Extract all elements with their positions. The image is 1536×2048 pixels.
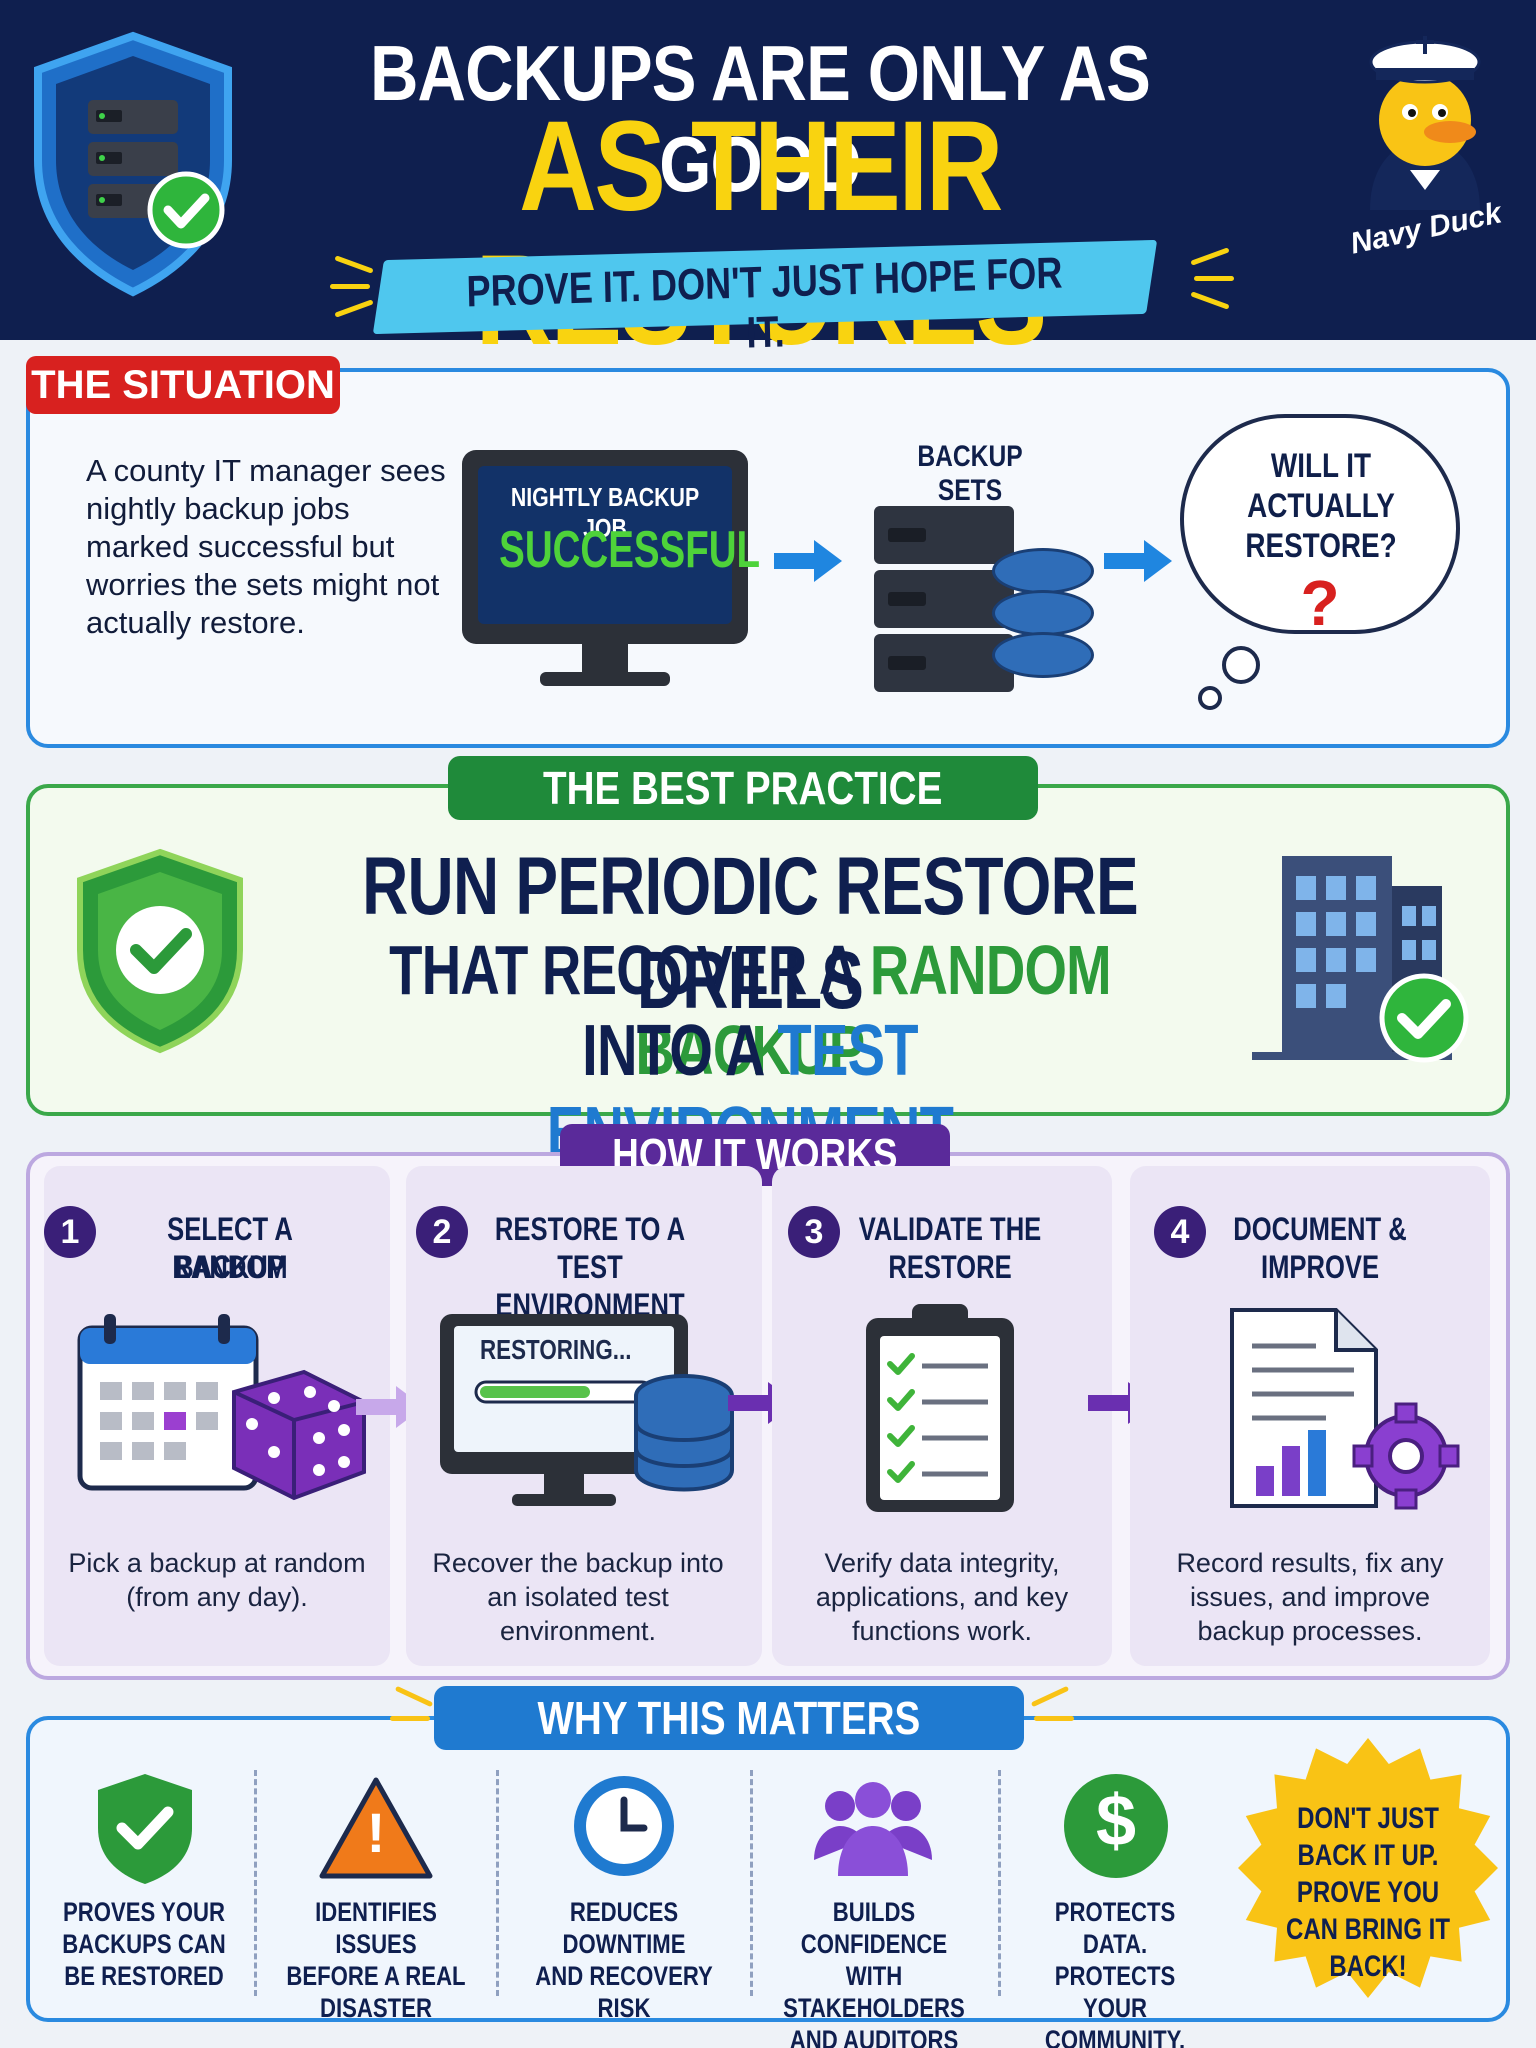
thought-dot [1198, 686, 1222, 710]
server-unit [874, 634, 1014, 692]
restoring-screen-text: RESTORING... [480, 1334, 632, 1365]
arrow-right-icon [774, 540, 842, 582]
benefit-4: BUILDS CONFIDENCE WITH STAKEHOLDERS AND … [764, 1896, 984, 2048]
divider [496, 1770, 499, 1996]
divider [750, 1770, 753, 1996]
step-title-4-l1: DOCUMENT & [1233, 1211, 1407, 1247]
step-desc-4: Record results, fix any issues, and impr… [1176, 1548, 1444, 1646]
callout-starburst [1238, 1738, 1498, 1998]
benefit-1-l1: PROVES YOUR [62, 1897, 226, 1927]
best-practice-line-2: THAT RECOVER A RANDOM BACKUP [344, 930, 1155, 1090]
monitor-stand [582, 644, 628, 674]
step-desc-1: Pick a backup at random (from any day). [68, 1548, 366, 1612]
thought-bubble [1180, 414, 1460, 634]
database-icon [992, 632, 1094, 678]
dollar-sign: $ [1095, 1781, 1137, 1861]
step-title-1-l1: SELECT A RANDOM [167, 1211, 293, 1285]
spark-decoration [330, 284, 370, 289]
best-practice-line-2b: RANDOM BACKUP [635, 931, 1112, 1089]
benefit-4-l2: WITH STAKEHOLDERS [783, 1961, 965, 2023]
people-icon [814, 1782, 932, 1876]
arrow-right-icon [1104, 540, 1172, 582]
spark-decoration [1034, 1716, 1074, 1721]
spark-decoration [1030, 1685, 1070, 1708]
shield-server-icon [34, 31, 232, 297]
step-number-1: 1 [44, 1206, 96, 1258]
warning-icon [319, 1777, 433, 1879]
monitor-base [540, 672, 670, 686]
best-practice-tag: THE BEST PRACTICE [448, 756, 1038, 820]
step-number-3: 3 [788, 1206, 840, 1258]
situation-text: A county IT manager sees nightly backup … [86, 453, 446, 640]
benefit-4-l3: AND AUDITORS [789, 2025, 959, 2048]
restoring-monitor-icon [440, 1314, 734, 1506]
step-number-2: 2 [416, 1206, 468, 1258]
monitor-icon [462, 450, 748, 644]
benefit-2: IDENTIFIES ISSUES BEFORE A REAL DISASTER [278, 1896, 475, 2024]
step-number-4: 4 [1154, 1206, 1206, 1258]
shield-check-icon [98, 1774, 192, 1884]
best-practice-line-1: RUN PERIODIC RESTORE DRILLS [362, 841, 1139, 1026]
step-title-3-l2: RESTORE [888, 1249, 1012, 1285]
benefit-3-l3: RISK [597, 1993, 651, 2023]
benefit-5: PROTECTS DATA. PROTECTS YOUR COMMUNITY. [1021, 1896, 1210, 2048]
divider [998, 1770, 1001, 1996]
benefit-2-l1: IDENTIFIES ISSUES [315, 1897, 437, 1959]
benefit-1-l2: BACKUPS CAN [62, 1929, 226, 1959]
step-desc-2: Recover the backup into an isolated test… [432, 1548, 724, 1646]
benefit-1: PROVES YOUR BACKUPS CAN BE RESTORED [62, 1896, 226, 1992]
benefit-2-l3: DISASTER [320, 1993, 432, 2023]
benefit-3: REDUCES DOWNTIME AND RECOVERY RISK [514, 1896, 734, 2024]
step-desc-3: Verify data integrity, applications, and… [815, 1548, 1069, 1646]
clipboard-checklist-icon [866, 1304, 1014, 1512]
document-gear-icon [1230, 1308, 1460, 1510]
clock-icon [574, 1776, 674, 1876]
title-line-1: BACKUPS ARE ONLY AS GOOD [369, 29, 1151, 208]
spark-decoration [1194, 276, 1234, 281]
database-icon [992, 590, 1094, 636]
warning-mark: ! [366, 1801, 386, 1864]
step-title-3-l1: VALIDATE THE [858, 1211, 1042, 1247]
benefit-1-l3: BE RESTORED [64, 1961, 224, 1991]
backup-sets-label: BACKUP SETS [917, 440, 1023, 507]
monitor-line-1: NIGHTLY BACKUP JOB [510, 482, 700, 543]
benefit-3-l1: REDUCES DOWNTIME [562, 1897, 686, 1959]
step-title-2-l1: RESTORE TO A [494, 1211, 686, 1247]
shield-check-icon [77, 848, 243, 1054]
benefit-5-l2: PROTECTS YOUR [1054, 1961, 1176, 2023]
server-unit [874, 506, 1014, 564]
subtitle: PROVE IT. DON'T JUST HOPE FOR IT. [466, 248, 1063, 358]
monitor-line-2: SUCCESSFUL [499, 521, 761, 579]
divider [254, 1770, 257, 1996]
step-title-1-l2: BACKUP [175, 1249, 285, 1285]
best-practice-line-2a: THAT RECOVER A [389, 931, 870, 1009]
why-tag: WHY THIS MATTERS [434, 1686, 1024, 1750]
best-practice-panel [26, 784, 1510, 1116]
benefit-5-l3: COMMUNITY. [1044, 2025, 1186, 2048]
calendar-dice-icon [77, 1314, 366, 1501]
question-mark-icon: ? [1300, 567, 1340, 639]
spark-decoration [390, 1716, 430, 1721]
database-icon [992, 548, 1094, 594]
situation-tag: THE SITUATION [26, 356, 340, 414]
why-tag-label: WHY THIS MATTERS [537, 1692, 921, 1744]
best-practice-line-3a: INTO A [582, 1011, 778, 1091]
server-unit [874, 570, 1014, 628]
benefit-2-l2: BEFORE A REAL [286, 1961, 466, 1991]
spark-decoration [394, 1685, 434, 1708]
thought-text: WILL IT ACTUALLY RESTORE? [1245, 447, 1397, 565]
building-check-icon [1252, 856, 1469, 1063]
benefit-3-l2: AND RECOVERY [535, 1961, 713, 1991]
navy-duck-mascot-icon [1369, 36, 1481, 210]
best-practice-tag-label: THE BEST PRACTICE [543, 762, 943, 814]
benefit-5-l1: PROTECTS DATA. [1054, 1897, 1176, 1959]
step-title-4-l2: IMPROVE [1260, 1249, 1380, 1285]
benefit-4-l1: BUILDS CONFIDENCE [800, 1897, 948, 1959]
callout-text: DON'T JUST BACK IT UP. PROVE YOU CAN BRI… [1286, 1802, 1450, 1983]
dollar-icon [1064, 1774, 1168, 1878]
thought-dot [1222, 646, 1260, 684]
